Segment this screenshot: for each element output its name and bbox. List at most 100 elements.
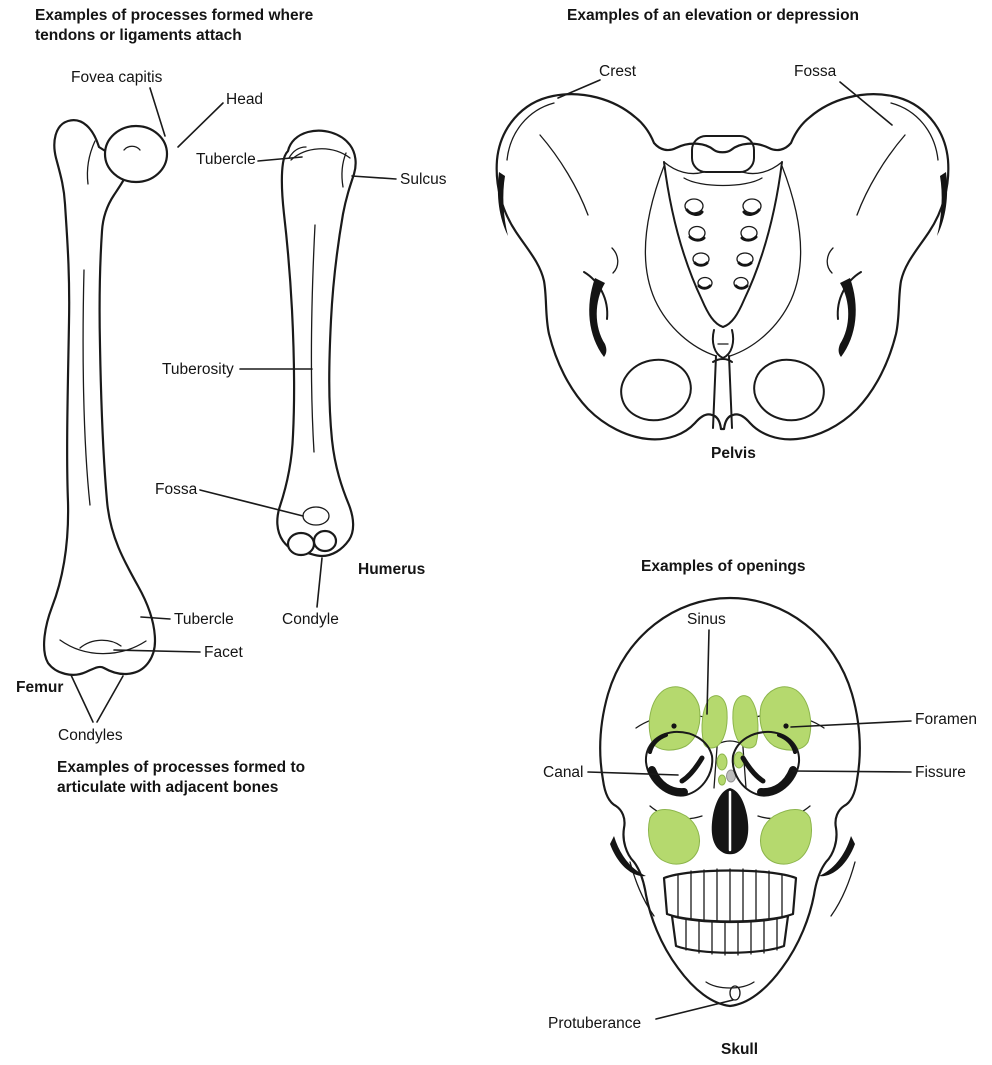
sacrum-promontory-arc (683, 177, 763, 187)
fossa-humerus-leader (199, 489, 304, 517)
humerus-illustration (276, 129, 357, 558)
tubercle-humerus-leader (257, 156, 303, 162)
label-pelvis: Pelvis (711, 445, 756, 462)
canal-leader (587, 771, 679, 776)
femur-facet-arc (79, 639, 122, 649)
humerus-capitulum (312, 529, 338, 553)
left-supraorbital-foramen (671, 723, 677, 729)
right-frontal-sinus (759, 686, 812, 751)
sulcus-leader (351, 175, 397, 180)
right-iliac-fossa-line (856, 134, 906, 216)
label-condyles: Condyles (58, 727, 123, 744)
left-orbit-upper-shade (648, 733, 668, 754)
right-acetabulum-arc (836, 271, 862, 320)
fossa-pelvis-leader (839, 81, 893, 126)
left-temporal-shadow (610, 836, 646, 877)
pelvis-outline (495, 93, 950, 441)
condyles-leader-right (96, 675, 124, 723)
tubercle-femur-leader (140, 616, 171, 620)
left-ala-curve (663, 161, 705, 175)
lower-teeth-divisions (685, 918, 778, 956)
fovea-capitis-leader (149, 87, 166, 137)
tubercle-arc (288, 146, 307, 159)
right-orbit-upper-shade (777, 733, 797, 754)
heading-elevation-depression: Examples of an elevation or depression (567, 7, 860, 24)
right-edge-shadow (937, 172, 948, 236)
label-fissure: Fissure (915, 764, 966, 781)
right-pelvic-brim (729, 165, 802, 357)
left-orbital-fissure (679, 755, 705, 784)
left-sciatic-notch-shadow (589, 278, 607, 357)
right-temporal-shadow (819, 836, 855, 877)
label-fossa-pelvis: Fossa (794, 63, 837, 80)
foramen-shade (685, 208, 761, 290)
left-inner-frontal-sinus (701, 695, 728, 749)
sacrum-outline (663, 161, 783, 328)
condyle-leader (316, 557, 323, 608)
ethmoid-cell-left (716, 753, 728, 771)
label-fovea-capitis: Fovea capitis (71, 69, 163, 86)
humerus-trochlea (286, 531, 316, 557)
sulcus-groove (341, 152, 347, 188)
coccyx (711, 329, 735, 359)
left-asis-curl (611, 247, 619, 274)
label-protuberance: Protuberance (548, 1015, 642, 1032)
facet-leader (113, 649, 201, 653)
right-ramus-line (830, 861, 856, 917)
crest-leader (557, 79, 601, 99)
right-obturator-foramen (753, 358, 825, 422)
foramen-leader (790, 720, 912, 728)
label-tuberosity: Tuberosity (162, 361, 234, 378)
left-pelvic-brim (644, 165, 717, 357)
label-foramen: Foramen (915, 711, 978, 728)
label-skull: Skull (721, 1041, 759, 1058)
label-femur: Femur (16, 679, 64, 696)
right-asis-curl (826, 247, 834, 274)
label-tubercle-femur: Tubercle (174, 611, 234, 628)
condyles-leader-left (70, 674, 94, 723)
label-tubercle-humerus: Tubercle (196, 151, 256, 168)
pelvis-illustration (495, 93, 950, 441)
right-orbit-shadow (757, 766, 797, 797)
femur-outline (42, 119, 157, 676)
right-ala-curve (741, 161, 783, 175)
label-crest: Crest (599, 63, 637, 80)
mental-protuberance-mark (729, 985, 741, 1001)
label-facet: Facet (204, 644, 243, 661)
right-supraorbital-foramen (783, 723, 789, 729)
humerus-outline (276, 129, 357, 558)
femur-condyle-curve (59, 639, 147, 655)
heading-openings: Examples of openings (641, 558, 806, 575)
fissure-leader (792, 770, 912, 773)
humerus-shaft-line (310, 224, 316, 453)
label-canal: Canal (543, 764, 584, 781)
leader-lines (70, 79, 912, 1020)
label-head: Head (226, 91, 264, 108)
right-maxillary-sinus (760, 809, 812, 865)
label-humerus: Humerus (358, 561, 426, 578)
protuberance-leader (655, 999, 734, 1020)
skull-illustration (599, 596, 861, 1008)
ethmoid-cell-small (718, 774, 726, 786)
label-condyle: Condyle (282, 611, 339, 628)
label-sulcus: Sulcus (400, 171, 447, 188)
femur-head (103, 124, 169, 184)
femur-illustration (42, 119, 169, 676)
chin-crease (705, 981, 755, 989)
left-acetabulum-arc (583, 271, 609, 320)
femur-shaft-line (82, 269, 91, 506)
left-edge-shadow (497, 172, 508, 236)
heading-articulation-processes: Examples of processes formed to articula… (57, 759, 306, 796)
label-sinus: Sinus (687, 611, 726, 628)
l5-vertebra (691, 135, 755, 173)
humeral-head-curve (290, 148, 351, 161)
greater-trochanter-line (86, 140, 96, 185)
right-orbital-fissure (740, 755, 766, 784)
pubic-symphysis (712, 355, 733, 429)
heading-tendon-processes: Examples of processes formed where tendo… (35, 7, 314, 44)
left-obturator-foramen (620, 358, 692, 422)
right-crest-inner-line (890, 102, 939, 161)
left-maxillary-sinus (648, 809, 700, 865)
